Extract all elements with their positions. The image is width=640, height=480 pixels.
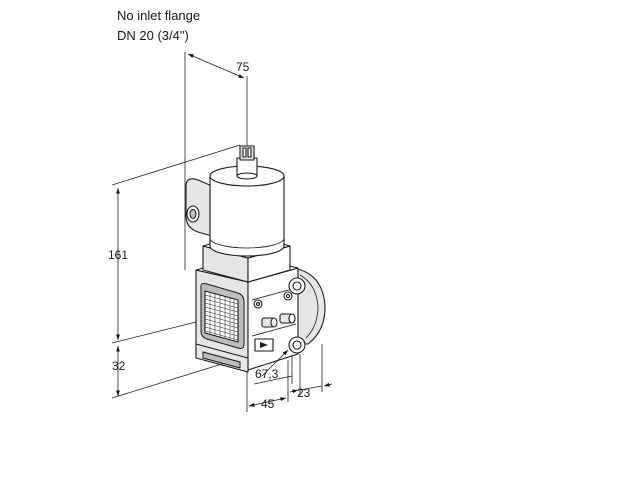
dimension-lines (111, 52, 333, 412)
test-nipples (261, 313, 296, 328)
dimension-labels: 75 161 32 67,3 45 23 (108, 60, 311, 411)
filter-mesh (200, 283, 245, 349)
note-no-inlet-flange: No inlet flange (117, 8, 201, 23)
dim-32-label: 32 (112, 359, 126, 373)
coil-connector (236, 145, 258, 180)
dim-67-label: 67,3 (255, 367, 279, 381)
dim-45-label: 45 (261, 397, 275, 411)
dim-161-label: 161 (108, 248, 128, 262)
dim-75-label: 75 (236, 60, 250, 74)
note-dn-size: DN 20 (3/4") (117, 28, 189, 43)
dim-23-label: 23 (297, 386, 311, 400)
valve-illustration (185, 145, 326, 373)
